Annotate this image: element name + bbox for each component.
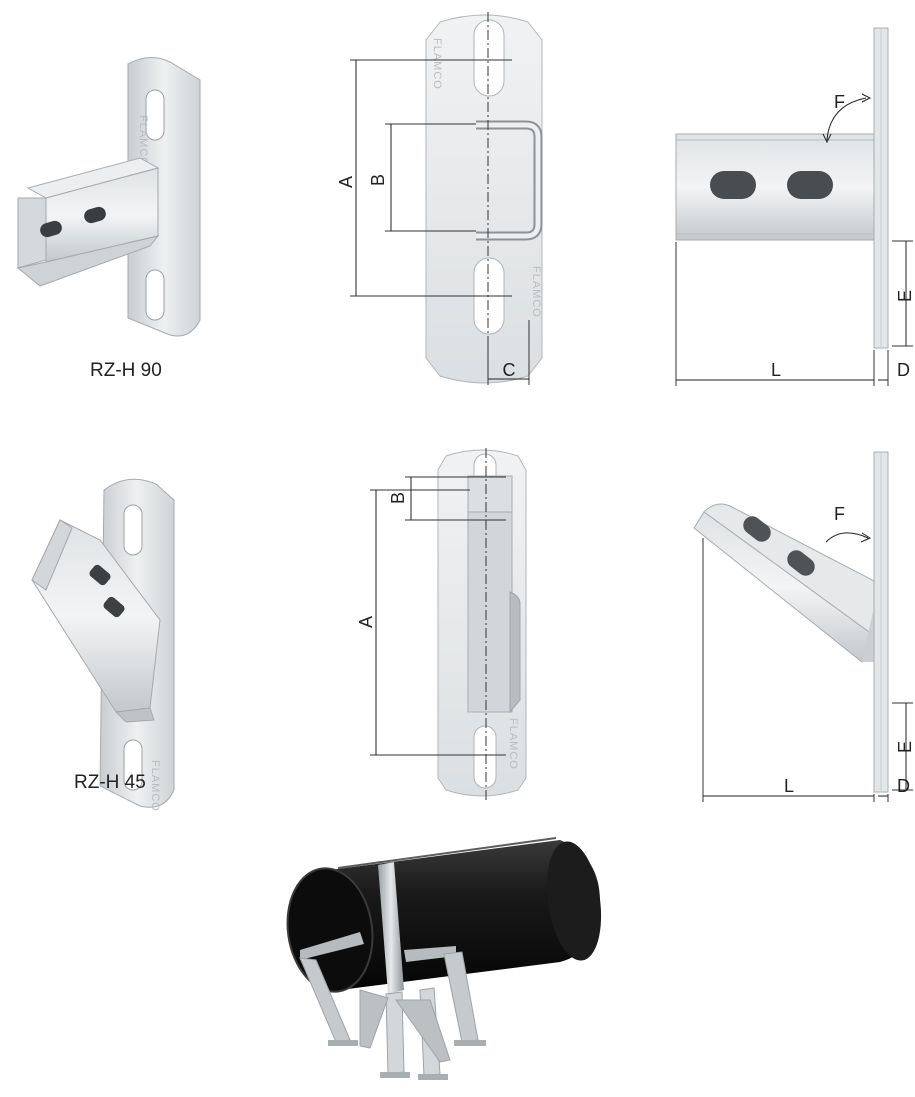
dim-l-label-45: L: [784, 776, 794, 796]
rz-h45-caption: RZ-H 45: [74, 772, 146, 793]
dim-b-label-45: B: [388, 492, 408, 504]
dim-a-label-45: A: [356, 616, 376, 628]
dim-d-label-45: D: [897, 776, 910, 796]
svg-text:FLAMCO: FLAMCO: [507, 718, 519, 770]
brand-mark-top: FLAMCO: [431, 38, 443, 90]
rz-h45-photo: FLAMCO RZ-H 45: [31, 478, 175, 812]
dim-l-label: L: [771, 360, 781, 380]
dim-f-label: F: [834, 92, 845, 112]
wall-bracket-45-icon: FLAMCO: [31, 478, 175, 812]
rz-h90-side-view: F E L D: [675, 27, 915, 386]
dim-b-label: B: [368, 174, 388, 186]
svg-text:FLAMCO: FLAMCO: [149, 760, 161, 812]
dim-f-label-45: F: [834, 504, 845, 524]
rz-h45-side-view: F E L D: [693, 451, 915, 802]
dim-c-label: C: [503, 360, 516, 380]
rz-h90-front-view: FLAMCO FLAMCO A B C: [336, 12, 543, 385]
rz-h90-caption: RZ-H 90: [90, 360, 162, 381]
pipe-support-photo: [286, 837, 602, 1080]
wall-bracket-90-icon: FLAMCO: [16, 57, 201, 337]
rz-h45-front-view: FLAMCO A B: [356, 448, 527, 800]
svg-text:FLAMCO: FLAMCO: [530, 266, 542, 318]
dim-d-label: D: [897, 360, 910, 380]
pipe-on-stand-icon: [286, 837, 602, 1080]
dim-a-label: A: [336, 176, 356, 188]
svg-text:FLAMCO: FLAMCO: [137, 115, 149, 167]
dim-e-label-45: E: [895, 741, 915, 753]
dim-e-label: E: [895, 290, 915, 302]
rz-h90-photo: FLAMCO RZ-H 90: [16, 57, 201, 381]
